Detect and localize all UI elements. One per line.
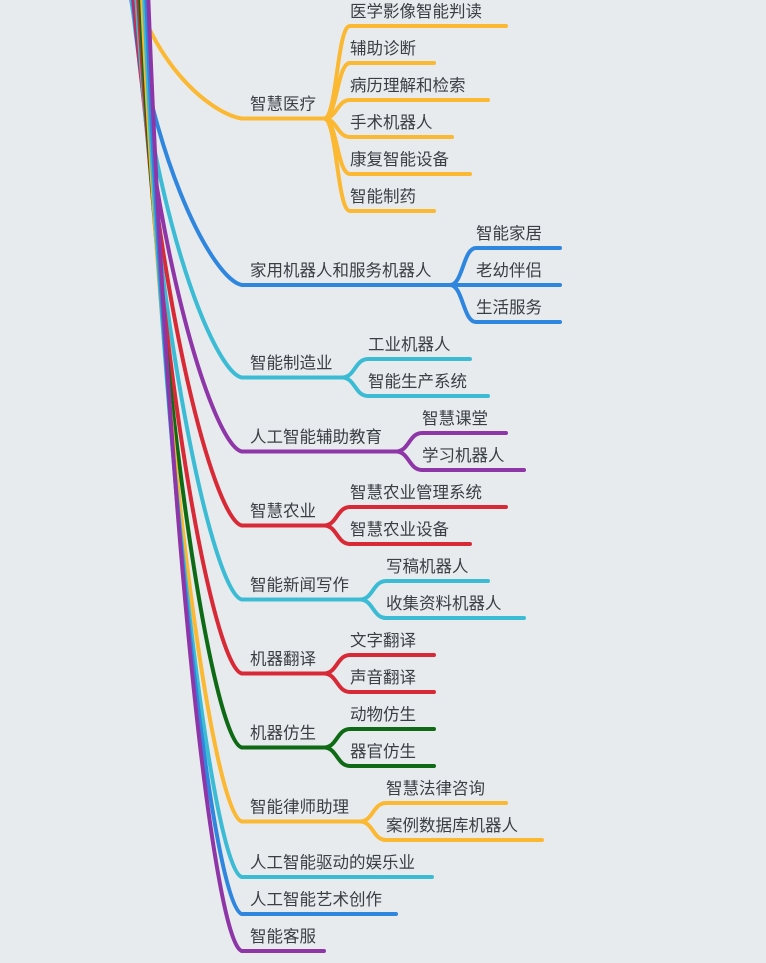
child-label[interactable]: 文字翻译: [350, 631, 417, 650]
branch-11: 人工智能艺术创作: [240, 890, 398, 916]
branch-label[interactable]: 智慧医疗: [250, 95, 316, 114]
branch-label[interactable]: 智慧农业: [250, 502, 316, 521]
child-link: [358, 819, 544, 842]
child-label[interactable]: 生活服务: [476, 298, 542, 317]
child-label[interactable]: 器官仿生: [350, 742, 416, 761]
child-label[interactable]: 写稿机器人: [386, 557, 469, 576]
child-label[interactable]: 案例数据库机器人: [386, 816, 518, 835]
child-label[interactable]: 动物仿生: [350, 705, 416, 724]
branch-label[interactable]: 家用机器人和服务机器人: [250, 261, 432, 280]
branch-label[interactable]: 机器仿生: [250, 724, 316, 743]
child-label[interactable]: 病历理解和检索: [350, 76, 466, 95]
child-link: [322, 116, 436, 213]
child-link: [322, 745, 436, 768]
child-label[interactable]: 智慧农业设备: [350, 520, 450, 539]
branch-label[interactable]: 智能客服: [250, 927, 316, 946]
child-label[interactable]: 智能制药: [350, 187, 416, 206]
trunk-link-1: [135, 0, 244, 121]
child-label[interactable]: 辅助诊断: [350, 39, 416, 58]
child-label[interactable]: 收集资料机器人: [386, 594, 502, 613]
trunk-link-12: [146, 0, 244, 953]
branch-10: 人工智能驱动的娱乐业: [240, 853, 434, 879]
child-label[interactable]: 智慧课堂: [422, 409, 488, 428]
child-label[interactable]: 智能生产系统: [368, 372, 467, 391]
child-label[interactable]: 手术机器人: [350, 113, 433, 132]
child-label[interactable]: 康复智能设备: [350, 150, 450, 169]
branch-label[interactable]: 智能新闻写作: [250, 576, 349, 595]
child-link: [358, 597, 526, 620]
branch-label[interactable]: 人工智能辅助教育: [250, 428, 382, 447]
child-label[interactable]: 医学影像智能判读: [350, 2, 482, 21]
branch-label[interactable]: 人工智能艺术创作: [250, 890, 382, 909]
child-label[interactable]: 老幼伴侣: [476, 261, 542, 280]
child-label[interactable]: 智能家居: [476, 224, 542, 243]
child-label[interactable]: 声音翻译: [350, 668, 417, 687]
child-label[interactable]: 智慧农业管理系统: [350, 483, 482, 502]
trunk-links: [129, 0, 244, 953]
child-link: [340, 375, 490, 398]
child-label[interactable]: 智慧法律咨询: [386, 779, 485, 798]
child-label[interactable]: 学习机器人: [422, 446, 505, 465]
child-link: [322, 523, 472, 546]
branch-label[interactable]: 机器翻译: [250, 650, 317, 669]
branch-label[interactable]: 智能制造业: [250, 354, 333, 373]
branch-12: 智能客服: [240, 927, 326, 953]
branch-label[interactable]: 人工智能驱动的娱乐业: [250, 853, 415, 872]
branch-nodes: 智慧医疗 医学影像智能判读辅助诊断病历理解和检索手术机器人康复智能设备智能制药家用…: [240, 2, 562, 953]
child-link: [448, 283, 562, 324]
branch-label[interactable]: 智能律师助理: [250, 798, 349, 817]
child-label[interactable]: 工业机器人: [368, 335, 451, 354]
child-link: [322, 671, 436, 694]
child-link: [394, 449, 526, 472]
